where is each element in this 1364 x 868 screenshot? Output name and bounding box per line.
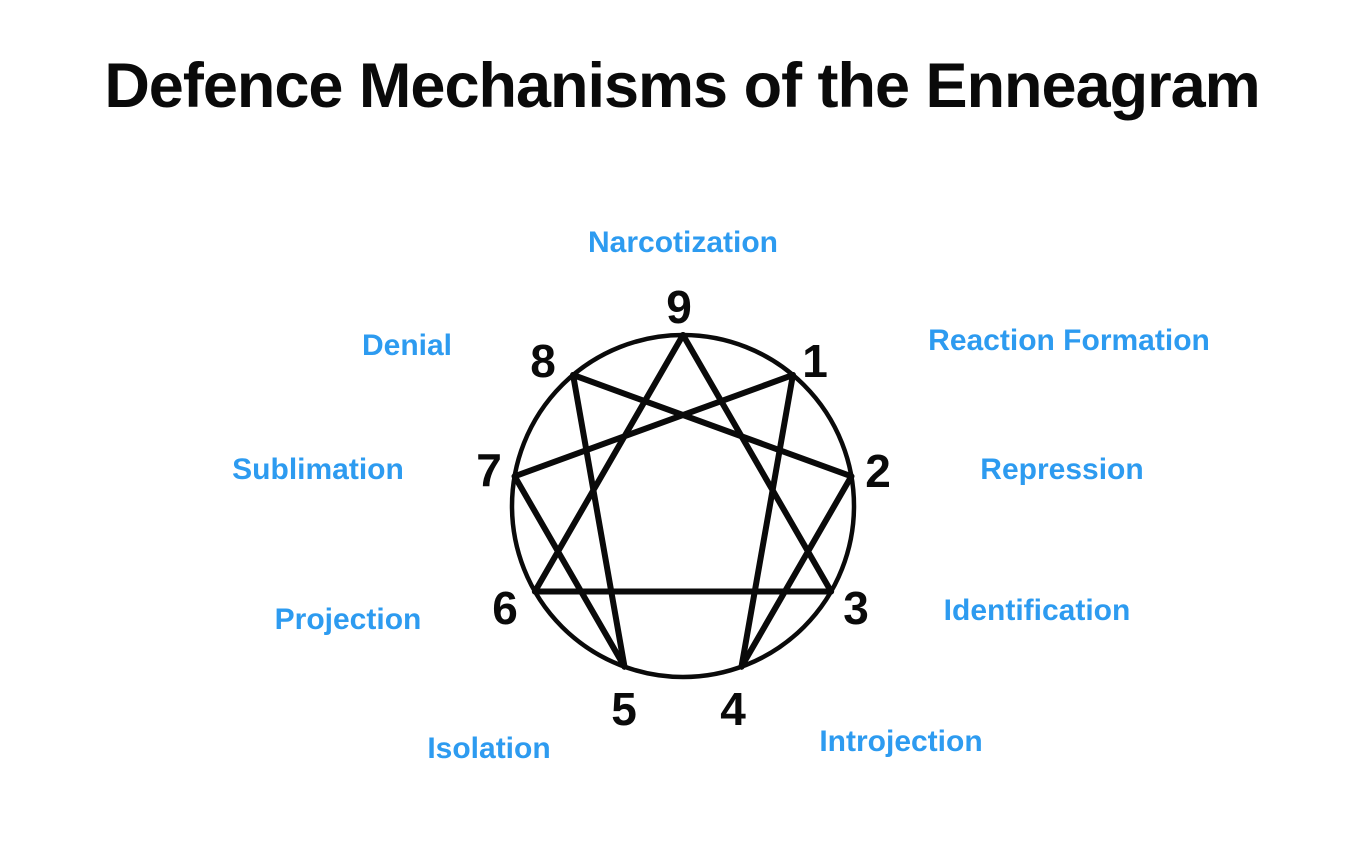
label-denial: Denial (361, 329, 453, 362)
line-2-8 (570, 372, 855, 480)
label-isolation: Isolation (427, 732, 551, 765)
point-number-8: 8 (530, 335, 556, 387)
label-introjection: Introjection (819, 725, 983, 758)
point-number-6: 6 (492, 582, 518, 634)
line-7-1 (511, 372, 796, 480)
point-number-9: 9 (666, 281, 692, 333)
line-1-4 (738, 372, 796, 670)
point-number-1: 1 (802, 335, 828, 387)
page-title: Defence Mechanisms of the Enneagram (104, 51, 1260, 121)
label-narcotization: Narcotization (587, 226, 779, 259)
label-projection: Projection (274, 603, 422, 636)
point-number-7: 7 (476, 444, 502, 496)
hexad-lines (511, 372, 855, 670)
line-8-5 (570, 372, 628, 670)
triangle-lines (531, 332, 835, 595)
line-4-2 (738, 473, 855, 670)
point-number-5: 5 (611, 683, 637, 735)
point-numbers: 9 1 2 3 4 5 6 7 8 (476, 281, 891, 735)
point-number-4: 4 (720, 683, 746, 735)
point-number-3: 3 (843, 582, 869, 634)
label-repression: Repression (980, 453, 1144, 486)
line-5-7 (511, 473, 628, 670)
label-sublimation: Sublimation (232, 453, 404, 486)
label-identification: Identification (943, 594, 1131, 627)
point-number-2: 2 (865, 445, 891, 497)
label-reaction-formation: Reaction Formation (928, 324, 1210, 357)
